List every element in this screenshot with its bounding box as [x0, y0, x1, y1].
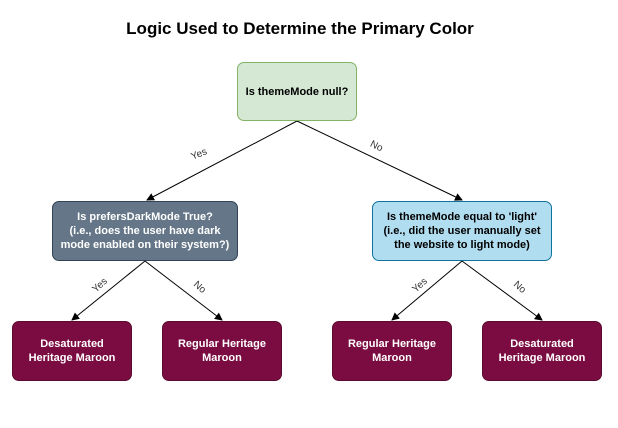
leaf-regular-maroon-2: Regular Heritage Maroon — [332, 321, 452, 381]
edge-root-no — [296, 120, 463, 201]
node-label: Regular Heritage Maroon — [347, 338, 437, 364]
node-label: Is themeMode null? — [245, 85, 349, 98]
node-label: Is prefersDarkMode True? (i.e., does the… — [60, 211, 230, 251]
node-label: Is themeMode equal to 'light' (i.e., did… — [383, 211, 541, 251]
diagram-title: Logic Used to Determine the Primary Colo… — [126, 19, 474, 38]
leaf-desaturated-maroon-2: Desaturated Heritage Maroon — [482, 321, 602, 381]
leaf-regular-maroon-1: Regular Heritage Maroon — [162, 321, 282, 381]
node-prefers-dark-mode: Is prefersDarkMode True? (i.e., does the… — [52, 201, 238, 261]
node-label: Regular Heritage Maroon — [177, 338, 267, 364]
edge-root-yes — [146, 120, 298, 201]
node-theme-mode-light: Is themeMode equal to 'light' (i.e., did… — [372, 201, 552, 261]
leaf-desaturated-maroon-1: Desaturated Heritage Maroon — [12, 321, 132, 381]
node-label: Desaturated Heritage Maroon — [498, 338, 586, 364]
edge-left-yes — [71, 260, 146, 321]
edge-left-no — [144, 260, 223, 321]
node-label: Desaturated Heritage Maroon — [28, 338, 116, 364]
edge-right-yes — [391, 260, 463, 321]
node-theme-mode-null: Is themeMode null? — [237, 62, 357, 121]
edge-right-no — [461, 260, 543, 321]
